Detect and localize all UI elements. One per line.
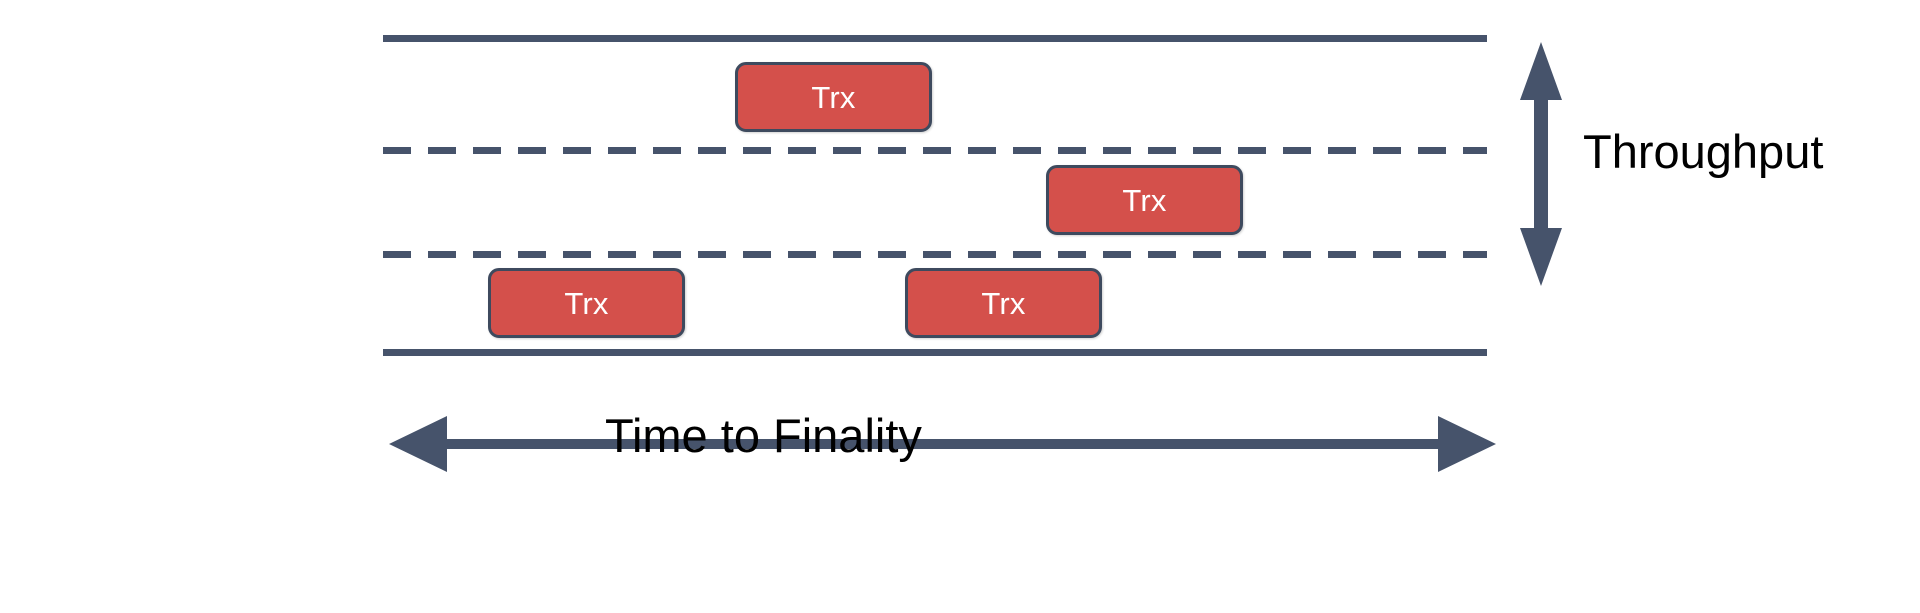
lane-bottom-solid-line <box>383 349 1487 356</box>
trx-block[interactable]: Trx <box>1046 165 1243 235</box>
throughput-axis-label: Throughput <box>1583 125 1824 178</box>
trx-block-label: Trx <box>1122 182 1167 218</box>
trx-block[interactable]: Trx <box>905 268 1102 338</box>
lane-divider-lower-dashed-line <box>383 251 1487 258</box>
arrow-up-down-icon <box>1520 42 1562 286</box>
lane-divider-upper-dashed-line <box>383 147 1487 154</box>
lane-top-solid-line <box>383 35 1487 42</box>
trx-block-label: Trx <box>981 285 1026 321</box>
time-to-finality-axis-label: Time to Finality <box>605 409 922 462</box>
arrow-left-right-icon <box>389 416 1496 472</box>
trx-block-label: Trx <box>564 285 609 321</box>
trx-block[interactable]: Trx <box>735 62 932 132</box>
trx-block[interactable]: Trx <box>488 268 685 338</box>
trx-block-label: Trx <box>811 79 856 115</box>
